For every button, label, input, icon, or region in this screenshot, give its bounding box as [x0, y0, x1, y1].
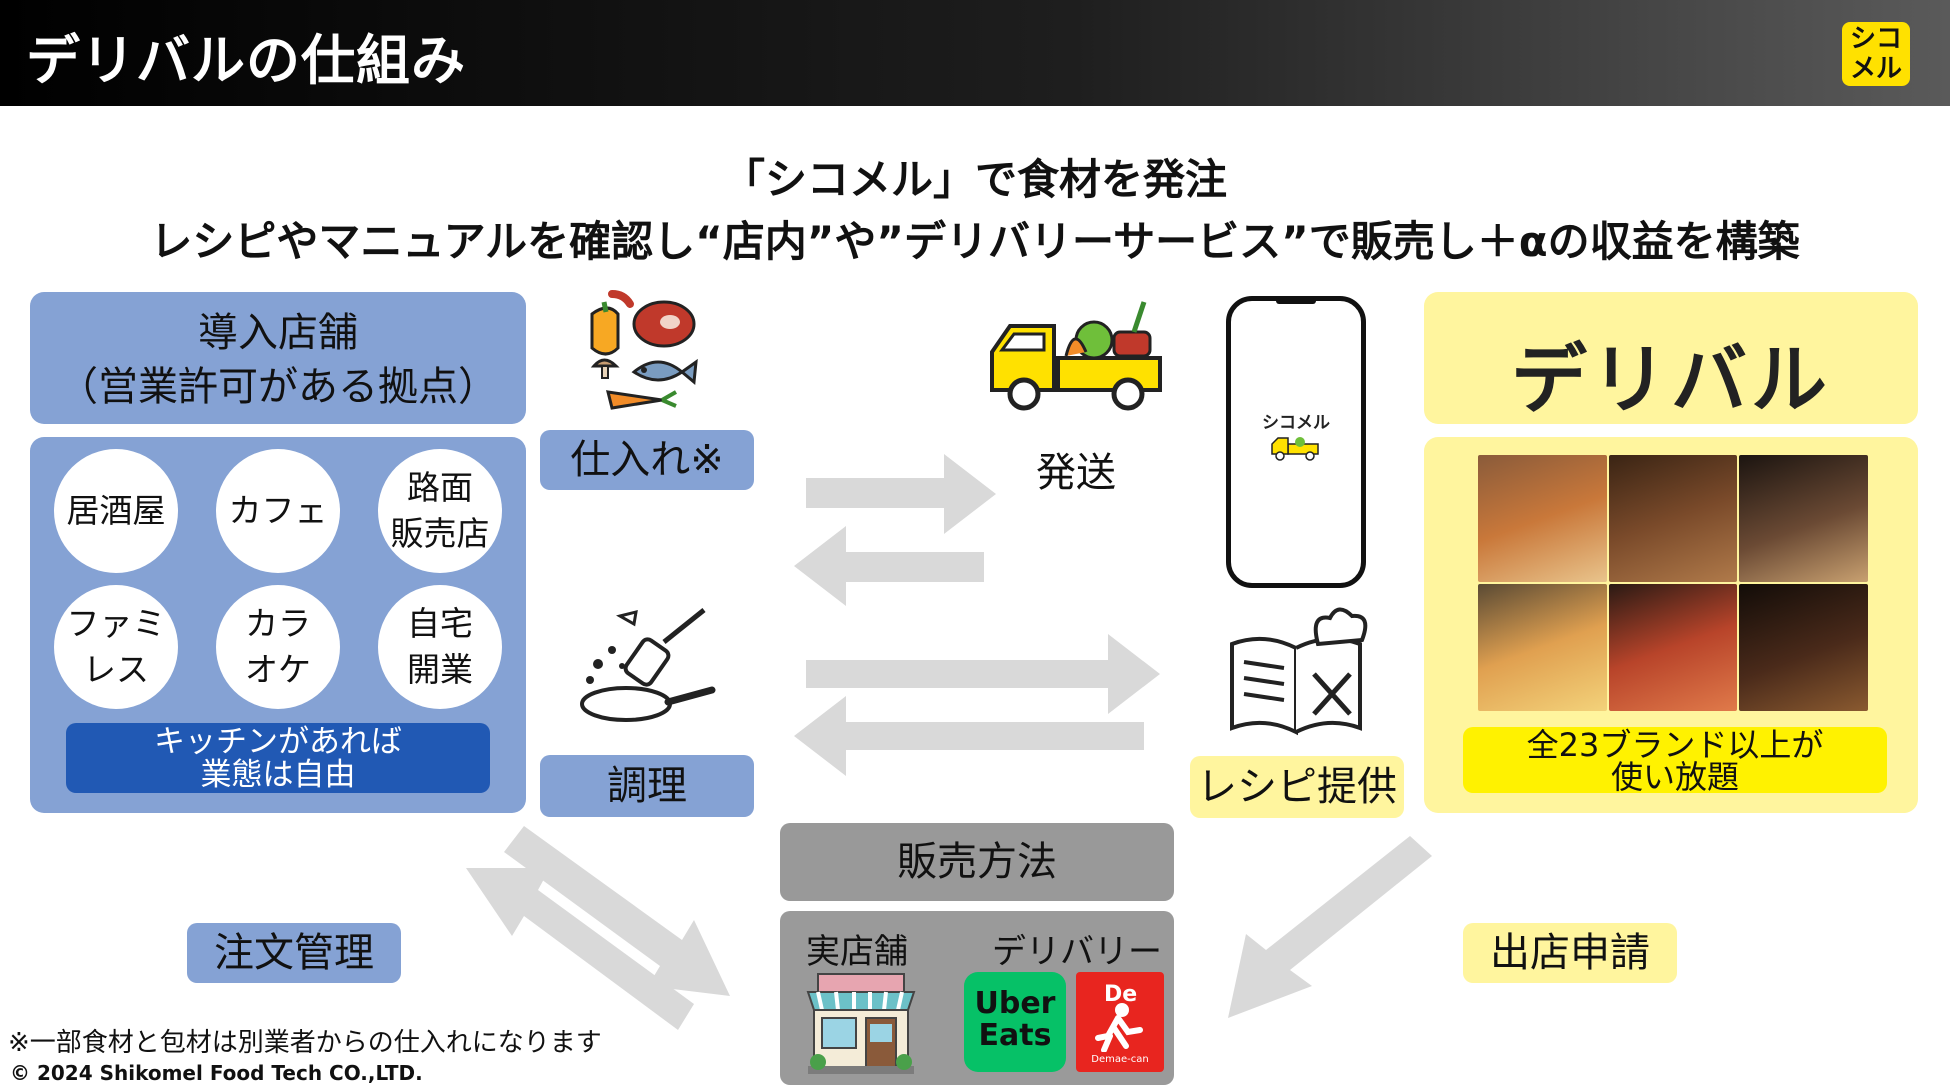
phone-notch: [1276, 298, 1316, 304]
deribal-brand-logo: デリバル: [1511, 335, 1831, 424]
delivery-label: デリバリー: [992, 932, 1162, 972]
arrow-left-bottom: [794, 696, 1144, 776]
storefront-icon: [806, 973, 916, 1074]
copyright: © 2024 Shikomel Food Tech CO.,LTD.: [10, 1061, 423, 1085]
brand-heading-box: [1424, 292, 1918, 424]
kitchen-note-line1: キッチンがあれば: [154, 724, 402, 760]
uber-eats-logo: Uber Eats: [964, 972, 1066, 1072]
arrow-left-top: [794, 526, 984, 606]
food-photo-donburi: [1739, 584, 1868, 711]
demaecan-logo: De Demae-can: [1076, 972, 1164, 1072]
stores-heading: 導入店舗: [198, 310, 358, 356]
food-photo-skewers: [1478, 455, 1607, 582]
store-application-label: 出店申請: [1463, 923, 1677, 983]
recipe-book-icon: [1230, 607, 1368, 736]
delivery-truck-icon: [990, 301, 1162, 411]
brand-count-line1: 全23ブランド以上が: [1526, 726, 1824, 764]
kitchen-note-line2: 業態は自由: [200, 757, 356, 793]
subtitle-line2: レシピやマニュアルを確認し“店内”や”デリバリーサービス”で販売し＋αの収益を構…: [150, 217, 1800, 266]
subtitle-line1: 「シコメル」で食材を発注: [722, 155, 1227, 204]
physical-store-label: 実店舗: [806, 932, 908, 972]
frying-pan-icon: [580, 608, 716, 722]
uber-eats-text-line1: Uber: [974, 986, 1056, 1021]
purchase-label: 仕入れ※: [540, 430, 754, 490]
demaecan-text: Demae-can: [1091, 1054, 1149, 1065]
uber-eats-text-line2: Eats: [978, 1018, 1052, 1053]
food-photo-noodles: [1608, 584, 1738, 711]
brand-count-line2: 使い放題: [1610, 758, 1739, 796]
arrow-to-stores: [466, 868, 694, 1030]
store-type-street-shop: 路面 販売店: [378, 449, 502, 573]
food-photo-beef-bowl: [1608, 455, 1738, 582]
brand-photo-grid: [1478, 455, 1868, 711]
arrow-to-sales: [504, 826, 730, 996]
sales-method-heading: 販売方法: [780, 823, 1174, 901]
ingredients-icon: [590, 290, 698, 410]
stores-heading-note: （営業許可がある拠点）: [58, 364, 498, 410]
logo-text-bottom: メル: [1849, 54, 1902, 84]
store-type-cafe: カフェ: [216, 449, 340, 573]
recipe-label: レシピ提供: [1190, 756, 1404, 818]
store-type-karaoke: カラ オケ: [216, 585, 340, 709]
header-bar: [0, 0, 1950, 106]
store-type-family-restaurant: ファミ レス: [54, 585, 178, 709]
food-photo-pork-bowl: [1739, 455, 1868, 582]
demaecan-mark: De: [1104, 982, 1138, 1007]
store-type-izakaya: 居酒屋: [54, 449, 178, 573]
phone-app-name: シコメル: [1262, 413, 1330, 433]
arrow-from-brand: [1228, 836, 1432, 1018]
logo-text-top: シコ: [1849, 24, 1902, 54]
cooking-label: 調理: [540, 755, 754, 817]
footnote: ※一部食材と包材は別業者からの仕入れになります: [8, 1028, 602, 1058]
order-management-label: 注文管理: [187, 923, 401, 983]
arrow-right-top: [806, 454, 996, 534]
shikomel-logo: シコ メル: [1842, 22, 1910, 86]
demaecan-runner-icon: [1095, 1003, 1143, 1052]
food-photo-katsu: [1478, 584, 1607, 711]
shipping-label: 発送: [1036, 450, 1116, 496]
brand-count-bar: 全23ブランド以上が 使い放題: [1463, 727, 1887, 793]
stores-heading-box: 導入店舗 （営業許可がある拠点）: [30, 292, 526, 424]
store-type-home-business: 自宅 開業: [378, 585, 502, 709]
kitchen-note-bar: キッチンがあれば 業態は自由: [66, 723, 490, 793]
app-truck-icon: [1271, 437, 1319, 461]
arrow-right-bottom: [806, 634, 1160, 714]
page-title: デリバルの仕組み: [26, 29, 466, 92]
